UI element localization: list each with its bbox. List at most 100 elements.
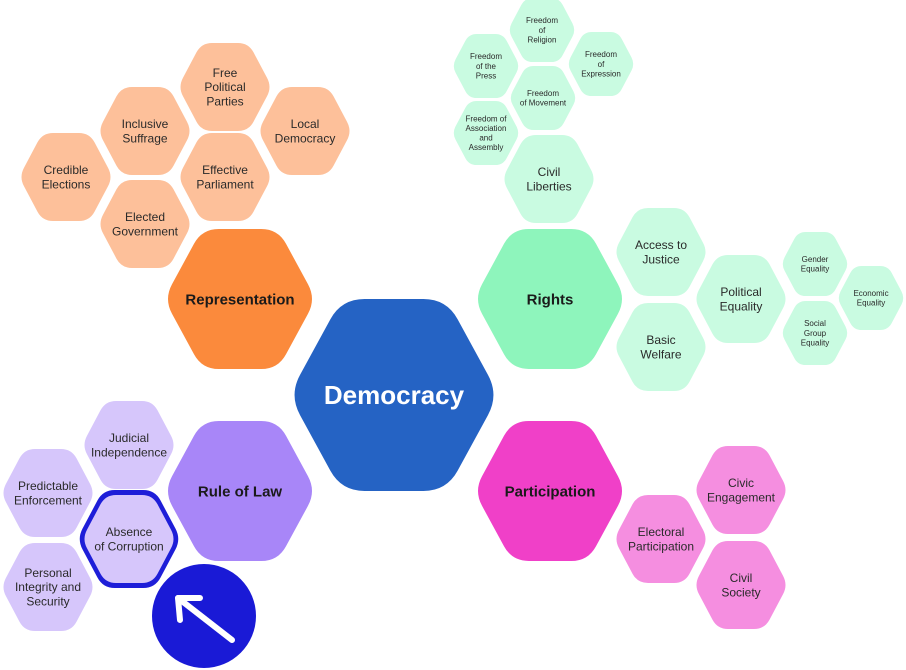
hex-label-line: Free	[213, 66, 238, 80]
hex-label-line: Security	[26, 595, 69, 609]
hex-shape	[168, 229, 312, 369]
hex-label-line: Civic	[728, 476, 754, 490]
hex-shape	[168, 421, 312, 561]
hex-shape	[3, 449, 93, 537]
hex-label-line: Press	[476, 71, 496, 80]
hex-label-line: Freedom of	[466, 114, 508, 123]
hex-label-line: Effective	[202, 163, 248, 177]
hex-label-line: Independence	[91, 445, 167, 459]
hex-label-line: Social	[804, 319, 826, 328]
hex-label-line: Justice	[642, 252, 680, 266]
hex-shape	[260, 87, 350, 175]
hex-label-line: of the	[476, 62, 497, 71]
hex-label-line: Gender	[802, 255, 829, 264]
hex-shape	[180, 133, 270, 221]
hex-label-line: Religion	[528, 35, 557, 44]
hex-label-line: Equality	[801, 338, 829, 347]
hex-label-line: Society	[721, 585, 760, 599]
hex-label-line: Liberties	[526, 179, 571, 193]
hex-label-line: Freedom	[527, 89, 559, 98]
hex-label-line: Access to	[635, 238, 687, 252]
hex-representation: Representation	[168, 229, 312, 369]
hex-label-line: Government	[112, 224, 179, 238]
hex-label-line: Judicial	[109, 431, 149, 445]
hex-label-line: Rule of Law	[198, 483, 283, 500]
hex-shape	[453, 101, 519, 165]
hex-label: Rights	[527, 291, 574, 308]
hex-label-line: Participation	[628, 539, 694, 553]
hex-shape	[180, 43, 270, 131]
hex-label-line: of	[539, 26, 546, 35]
hex-label-line: Political	[720, 285, 761, 299]
hex-shape	[616, 303, 706, 391]
hex-shape	[510, 66, 576, 130]
hex-label-line: Group	[804, 329, 827, 338]
hex-label-line: Rights	[527, 291, 574, 308]
hex-label-line: Suffrage	[122, 131, 167, 145]
hex-label-line: Association	[466, 124, 507, 133]
hex-shape	[838, 266, 904, 330]
hex-label-line: Predictable	[18, 479, 78, 493]
hex-label-line: of Movement	[520, 99, 567, 108]
hex-label-line: Elected	[125, 210, 165, 224]
hex-label-line: Democracy	[324, 380, 465, 410]
hex-shape	[696, 446, 786, 534]
hex-shape	[100, 180, 190, 268]
hex-shape	[21, 133, 111, 221]
hex-label-line: Welfare	[640, 347, 681, 361]
hex-label-line: Economic	[853, 289, 888, 298]
hex-rights: Rights	[478, 229, 622, 369]
hex-shape	[616, 495, 706, 583]
hex-label-line: Political	[204, 80, 245, 94]
hex-label-line: Expression	[581, 69, 621, 78]
hex-shape	[509, 0, 575, 62]
hex-label-line: Civil	[538, 165, 561, 179]
hex-label-line: of Corruption	[94, 539, 163, 553]
hex-shape	[453, 34, 519, 98]
hex-shape	[84, 401, 174, 489]
hex-shape	[84, 495, 174, 583]
hex-label-line: Representation	[185, 291, 294, 308]
hex-label-line: Freedom	[585, 50, 617, 59]
hex-label-line: Participation	[505, 483, 596, 500]
hex-label-line: Freedom	[470, 52, 502, 61]
hex-label-line: Personal	[24, 566, 71, 580]
hex-shape	[696, 255, 786, 343]
hex-label-line: Freedom	[526, 16, 558, 25]
hex-rule-of-law: Rule of Law	[168, 421, 312, 561]
hex-label: Participation	[505, 483, 596, 500]
hex-shape	[478, 421, 622, 561]
